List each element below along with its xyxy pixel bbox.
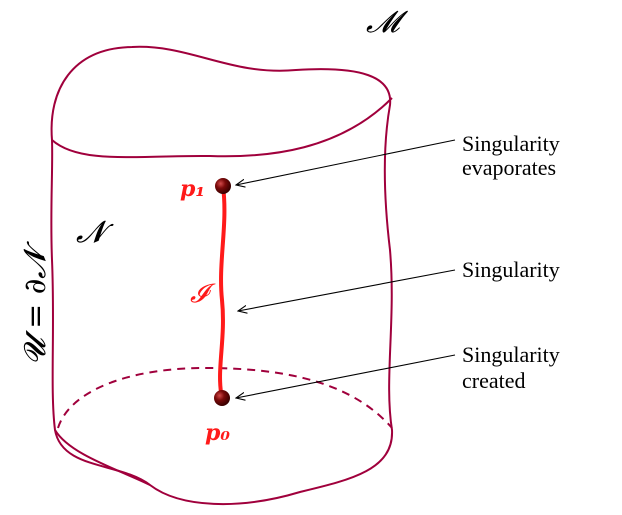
- singularity-curve: [218, 184, 227, 400]
- arrow-singularity: [238, 269, 456, 311]
- manifold-label: 𝓜: [366, 5, 409, 40]
- p1-label: 𝒑₁: [180, 176, 205, 202]
- top-cap-edge: [51, 97, 393, 159]
- region-outline: [50, 45, 394, 506]
- arrow-evaporates: [236, 139, 456, 185]
- point-p0: [214, 390, 230, 406]
- created-label-line1: Singularity: [462, 342, 560, 367]
- evaporates-label-line2: evaporates: [462, 155, 556, 180]
- evaporates-label-line1: Singularity: [462, 131, 560, 156]
- bottom-cap-dashed-edge: [57, 366, 393, 429]
- p0-label: 𝒑₀: [205, 420, 230, 446]
- created-label-line2: created: [462, 368, 526, 393]
- singularity-label: Singularity: [462, 257, 560, 282]
- arrow-created: [236, 354, 456, 398]
- bottom-cap-edge: [54, 429, 151, 486]
- interval-label: 𝓘: [190, 279, 216, 309]
- point-p1: [215, 178, 231, 194]
- boundary-label: 𝓤 = ∂𝓝: [18, 241, 53, 365]
- region-label: 𝓝: [76, 215, 114, 250]
